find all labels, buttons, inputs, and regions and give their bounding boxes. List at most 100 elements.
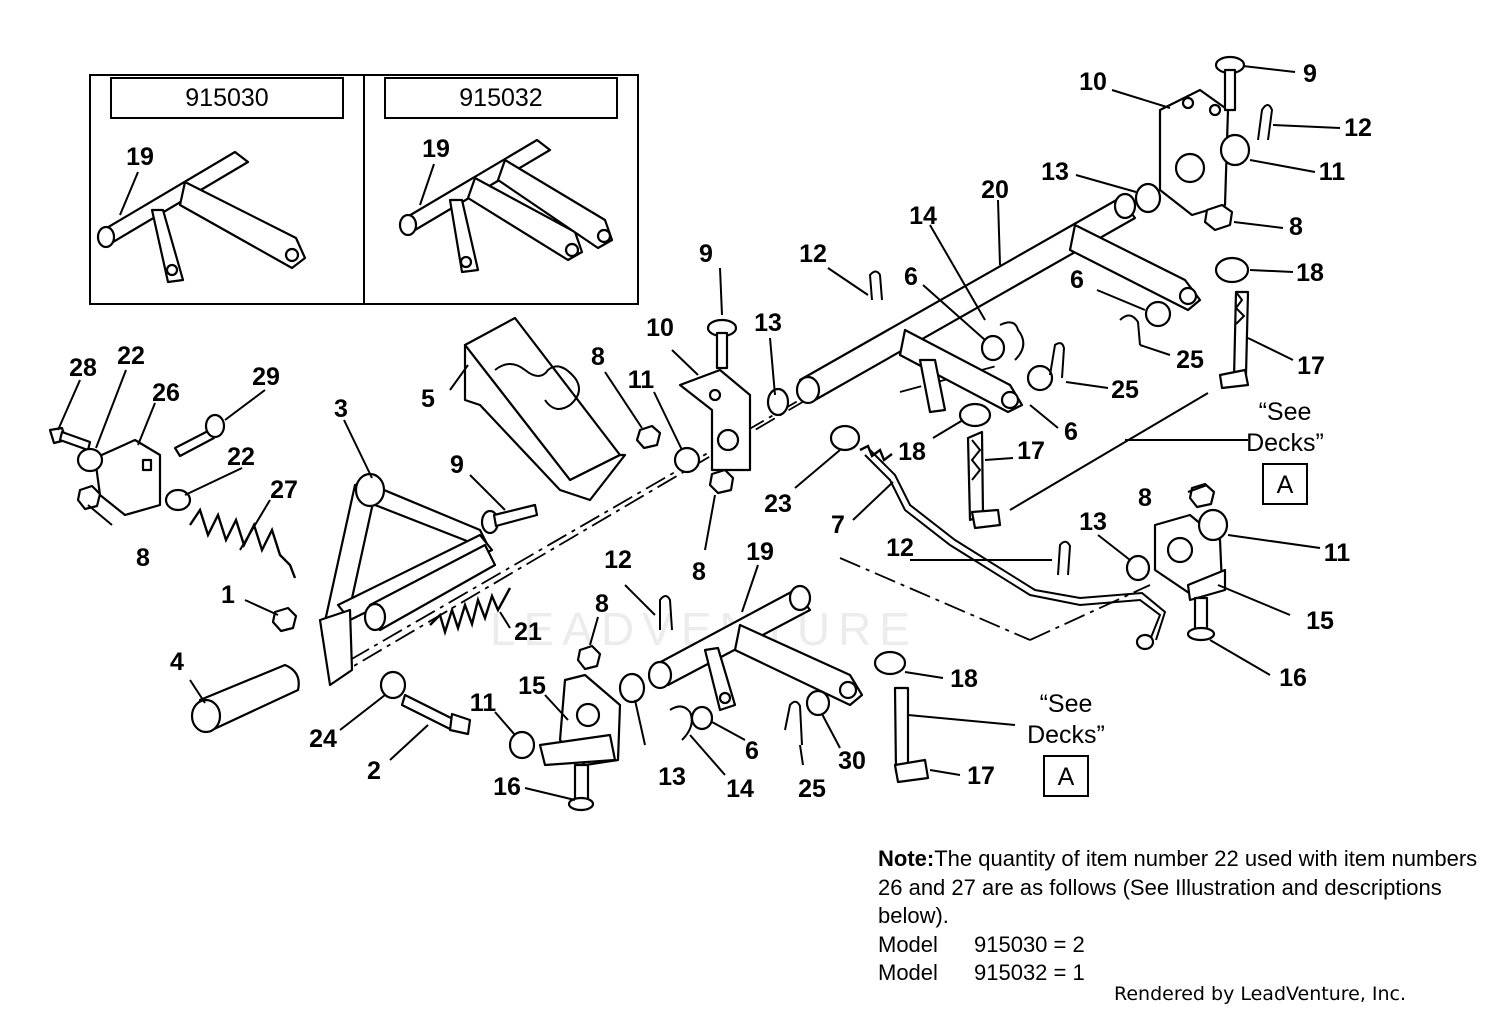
- callout-25: 25: [798, 775, 826, 803]
- assembly-drawing: [48, 55, 1274, 812]
- inset-shaft-915032: [398, 138, 614, 274]
- nut-1: [271, 606, 298, 633]
- nut-8-lower: [576, 644, 602, 671]
- clip-14-a: [999, 321, 1025, 361]
- inset-shaft-915030: [96, 150, 307, 284]
- callout-16: 16: [493, 773, 521, 801]
- coupler-18-lower: [873, 650, 907, 676]
- spring-21: [429, 587, 512, 637]
- callout-13: 13: [1041, 158, 1069, 186]
- quantity-note: Note:The quantity of item number 22 used…: [878, 845, 1488, 988]
- callout-8: 8: [1138, 484, 1152, 512]
- callout-23: 23: [764, 490, 792, 518]
- bushing-11-left: [673, 446, 701, 474]
- note-label: Note:: [878, 846, 935, 871]
- model-row-2: Model 915032 = 1: [878, 959, 1488, 988]
- washer-6-b: [1144, 300, 1172, 328]
- rod-17-middle: [966, 430, 1002, 530]
- bolt-9-left: [706, 318, 738, 370]
- bolt-29: [173, 413, 226, 458]
- clip-12-right: [1057, 540, 1072, 576]
- model-label: Model: [878, 960, 938, 985]
- nut-8-bracket: [708, 468, 735, 495]
- note-text: The quantity of item number 22 used with…: [878, 846, 1478, 928]
- washer-6-a: [980, 334, 1006, 362]
- callout-8: 8: [591, 343, 605, 371]
- clip-25-c: [784, 700, 803, 746]
- see-decks-ref-upper: “See Decks” A: [1246, 398, 1324, 505]
- link-rod-7: [829, 424, 1167, 651]
- washer-13-lower: [618, 672, 646, 704]
- rod-17-lower: [893, 686, 930, 784]
- callout-5: 5: [421, 385, 435, 413]
- callout-6: 6: [1070, 266, 1084, 294]
- callout-6: 6: [745, 737, 759, 765]
- washer-30: [805, 689, 831, 717]
- model-label: Model: [878, 931, 938, 957]
- callout-24: 24: [309, 725, 337, 753]
- bracket-26-slot: [141, 458, 153, 472]
- coupler-18-middle: [958, 402, 992, 428]
- callout-12: 12: [604, 546, 632, 574]
- bolt-2: [400, 693, 472, 736]
- bolt-9-gate: [480, 503, 539, 535]
- see-decks-ref-lower: “See Decks” A: [1027, 690, 1105, 797]
- callout-12: 12: [1344, 114, 1372, 142]
- callout-25: 25: [1176, 346, 1204, 374]
- inset-model-box-1: [110, 77, 344, 119]
- mount-bracket-15-lower: [538, 673, 622, 767]
- lift-lever-3: [318, 472, 497, 687]
- main-shaft-20: [795, 192, 1202, 414]
- svg-text:“See: “See: [1040, 690, 1093, 718]
- nut-8-gate: [635, 424, 662, 450]
- bushing-11-right: [1197, 508, 1229, 542]
- model-inset: 915030 915032 19 19: [89, 74, 639, 305]
- callout-9: 9: [450, 451, 464, 479]
- callout-12: 12: [886, 534, 914, 562]
- callout-10: 10: [646, 314, 674, 342]
- callout-19-inset-1: 19: [126, 143, 154, 171]
- inset-model-label-2: 915032: [459, 84, 542, 112]
- callout-20: 20: [981, 176, 1009, 204]
- bolt-16-lower: [567, 763, 595, 812]
- callout-11: 11: [1324, 539, 1351, 567]
- callout-30: 30: [838, 747, 866, 775]
- callout-2: 2: [367, 757, 381, 785]
- callout-4: 4: [170, 648, 184, 676]
- note-paragraph: Note:The quantity of item number 22 used…: [878, 845, 1488, 931]
- callout-11: 11: [470, 689, 497, 717]
- handle-grip-4: [190, 663, 300, 734]
- washer-24: [379, 670, 407, 700]
- callout-11: 11: [628, 366, 655, 394]
- pivot-bracket-10-right: [1158, 88, 1230, 217]
- callout-22: 22: [117, 342, 145, 370]
- bolt-9-upper: [1214, 55, 1246, 112]
- leader-lines: [57, 65, 1341, 801]
- callout-8: 8: [1289, 213, 1303, 241]
- gate-plate-5: [463, 316, 627, 502]
- pivot-bracket-10-left: [678, 368, 752, 472]
- inset-model-label-1: 915030: [185, 84, 268, 112]
- callout-14: 14: [726, 775, 754, 803]
- coupler-18-upper: [1214, 256, 1250, 284]
- callout-1: 1: [221, 581, 235, 609]
- callout-8: 8: [595, 590, 609, 618]
- callout-7: 7: [831, 511, 845, 539]
- model-value: 915032 = 1: [974, 960, 1085, 985]
- bolt-16-right: [1186, 596, 1216, 642]
- washer-13-upper: [1134, 182, 1162, 214]
- nut-8-upper: [1203, 203, 1234, 232]
- callout-labels: 10 9 12 11 13 20 8 14 18 12 6 6 9 10 13 …: [69, 60, 1372, 803]
- bracket-26: [93, 438, 162, 517]
- bolt-28: [48, 426, 92, 452]
- svg-text:“See: “See: [1259, 398, 1312, 426]
- bushing-11-lower: [508, 730, 536, 760]
- callout-8: 8: [692, 558, 706, 586]
- clip-25-a: [1049, 342, 1066, 379]
- washer-13-right: [1125, 554, 1151, 582]
- callout-28: 28: [69, 354, 97, 382]
- callout-17: 17: [1017, 437, 1045, 465]
- callout-11: 11: [1319, 158, 1346, 186]
- callout-29: 29: [252, 363, 280, 391]
